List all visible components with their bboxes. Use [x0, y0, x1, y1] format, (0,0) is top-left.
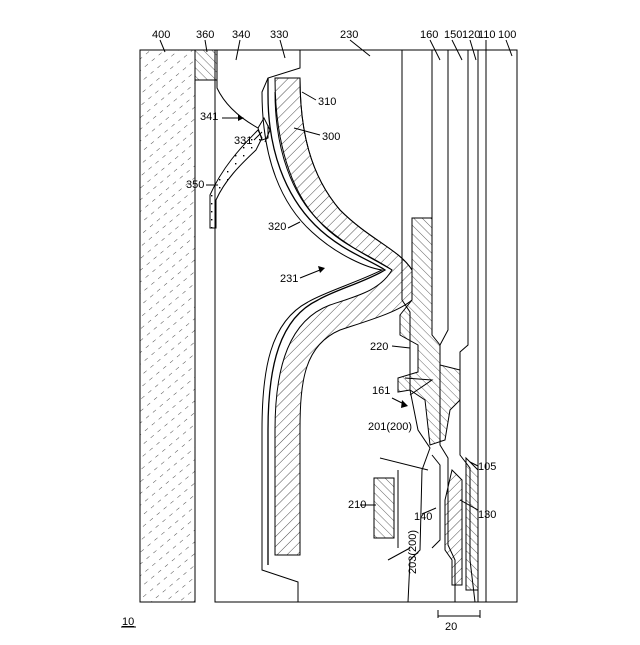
label-340: 340 — [232, 29, 250, 41]
label-331: 331 — [234, 135, 252, 147]
label-105: 105 — [478, 461, 496, 473]
label-203: 203(200) — [407, 530, 419, 574]
label-400: 400 — [152, 29, 170, 41]
label-231: 231 — [280, 273, 298, 285]
label-160: 160 — [420, 29, 438, 41]
label-201: 201(200) — [368, 421, 412, 433]
label-20: 20 — [445, 621, 457, 633]
layer-340 — [217, 80, 268, 140]
layer-360 — [195, 50, 217, 80]
label-100: 100 — [498, 29, 516, 41]
label-140: 140 — [414, 511, 432, 523]
label-341: 341 — [200, 111, 218, 123]
label-310: 310 — [318, 96, 336, 108]
label-110: 110 — [478, 29, 496, 41]
layer-105 — [466, 458, 478, 590]
label-130: 130 — [478, 509, 496, 521]
label-150: 150 — [444, 29, 462, 41]
label-360: 360 — [196, 29, 214, 41]
layer-400 — [140, 50, 195, 602]
layer-130 — [445, 470, 462, 585]
layer-210 — [374, 478, 394, 538]
label-330: 330 — [270, 29, 288, 41]
label-161: 161 — [372, 385, 390, 397]
figure-reference-10: 10 — [122, 616, 134, 628]
label-320: 320 — [268, 221, 286, 233]
label-300: 300 — [322, 131, 340, 143]
layer-140 — [432, 455, 440, 548]
label-350: 350 — [186, 179, 204, 191]
label-230: 230 — [340, 29, 358, 41]
label-220: 220 — [370, 341, 388, 353]
layer-220 — [398, 218, 460, 445]
